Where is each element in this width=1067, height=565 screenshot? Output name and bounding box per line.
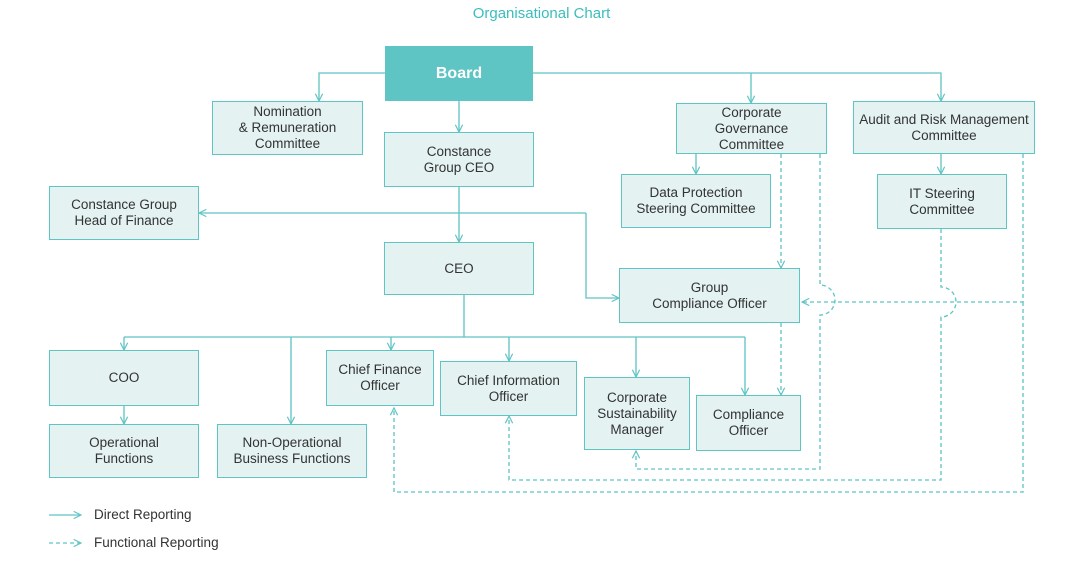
line-board-nomination (319, 72, 385, 101)
node-compliance-officer: Compliance Officer (696, 395, 801, 451)
node-group-compliance-officer: Group Compliance Officer (619, 268, 800, 323)
node-audit-risk-management-committee: Audit and Risk Management Committee (853, 101, 1035, 154)
node-corporate-governance-committee: Corporate Governance Committee (676, 103, 827, 154)
dash-corpgov-sustain (636, 154, 836, 470)
node-ceo: CEO (384, 242, 534, 295)
node-chief-information-officer: Chief Information Officer (440, 361, 577, 416)
node-corporate-sustainability-manager: Corporate Sustainability Manager (584, 377, 690, 450)
line-to-groupcompliance (585, 213, 619, 298)
node-operational-functions: Operational Functions (49, 424, 199, 478)
dash-itsteering-cio (509, 229, 957, 481)
chart-title: Organisational Chart (472, 5, 611, 22)
dash-audit-cfo (394, 302, 1024, 493)
node-group-head-of-finance: Constance Group Head of Finance (49, 186, 199, 240)
node-non-operational-business-functions: Non-Operational Business Functions (217, 424, 367, 478)
node-coo: COO (49, 350, 199, 406)
node-data-protection-steering-committee: Data Protection Steering Committee (621, 174, 771, 228)
node-nomination-remuneration-committee: Nomination & Remuneration Committee (212, 101, 363, 155)
node-board: Board (385, 46, 533, 101)
node-chief-finance-officer: Chief Finance Officer (326, 350, 434, 406)
line-board-corpgov (533, 72, 941, 101)
legend-direct-reporting: Direct Reporting (94, 507, 192, 522)
node-it-steering-committee: IT Steering Committee (877, 174, 1007, 229)
legend-functional-reporting: Functional Reporting (94, 535, 219, 550)
node-constance-group-ceo: Constance Group CEO (384, 132, 534, 187)
